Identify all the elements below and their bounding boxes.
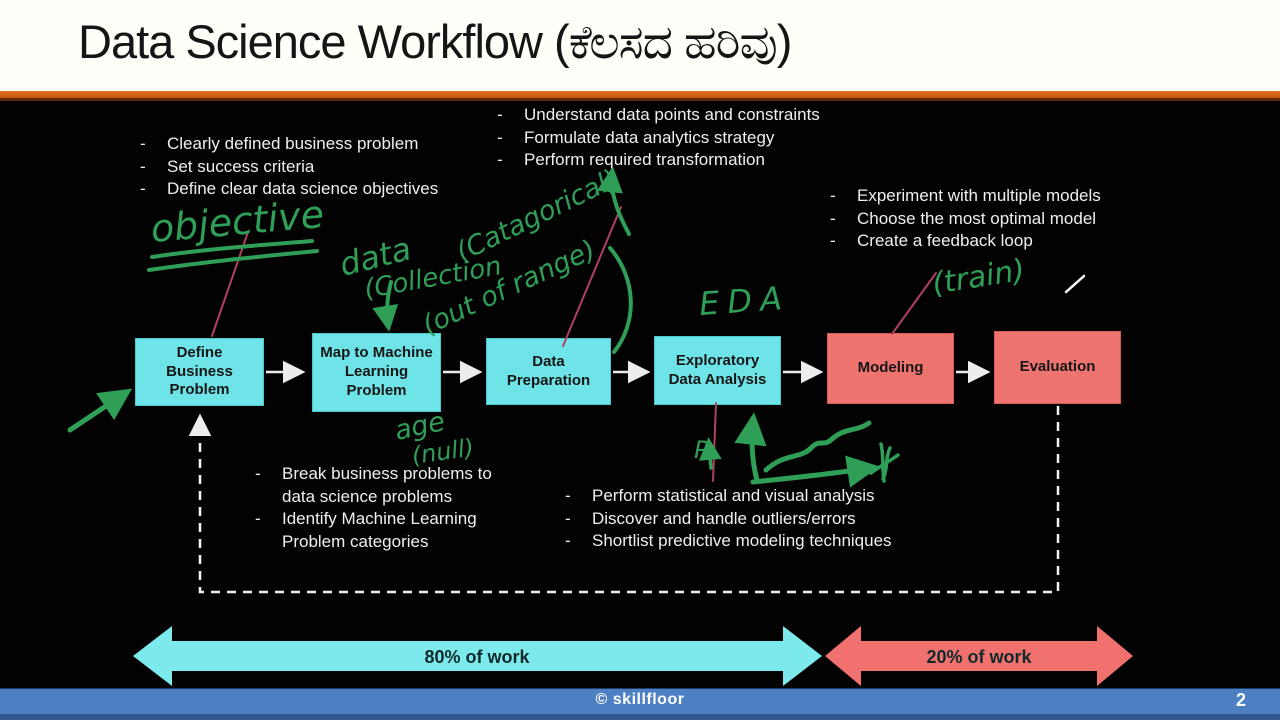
footer-brand: © skillfloor xyxy=(595,691,685,708)
list-item: - Perform required transformation xyxy=(497,149,862,172)
list-item: - Create a feedback loop xyxy=(830,230,1150,253)
bullet-text: Choose the most optimal model xyxy=(857,208,1097,228)
bullet-text: Clearly defined business problem xyxy=(167,134,419,153)
handwriting-collection: (Collection xyxy=(362,251,504,305)
list-item: - Shortlist predictive modeling technique… xyxy=(565,530,925,553)
pen-line-eda-to-sketch xyxy=(712,402,717,482)
bullet-text: Create a feedback loop xyxy=(857,231,1033,250)
bullet-dash: - xyxy=(830,231,836,250)
ink-sketch-x-axis xyxy=(750,455,880,488)
handwriting-data: data xyxy=(336,229,415,283)
list-item: - Perform statistical and visual analysis xyxy=(565,485,925,508)
ink-arrow-to-transformation-note xyxy=(597,166,631,236)
bullet-dash: - xyxy=(565,508,571,528)
bullet-dash: - xyxy=(255,464,261,483)
list-item: - Choose the most optimal model xyxy=(830,208,1150,231)
handwriting-objective: objective xyxy=(149,192,326,251)
bullet-text: Perform required transformation xyxy=(524,150,765,169)
bullet-dash: - xyxy=(565,486,571,505)
pen-cursor-mark xyxy=(1064,274,1086,294)
ink-underline-objective-1 xyxy=(150,239,314,259)
effort-arrow-minor: 20% of work xyxy=(825,626,1133,686)
slide-title: Data Science Workflow (ಕೆಲಸದ ಹರಿವು) xyxy=(78,15,792,68)
bullet-text: Break business problems to data science … xyxy=(282,464,492,506)
notes-modeling: - Experiment with multiple models - Choose… xyxy=(830,185,1150,253)
bullet-text: Understand data points and constraints xyxy=(524,105,820,124)
ink-big-paren xyxy=(608,246,633,354)
effort-arrow-major-label: 80% of work xyxy=(424,647,530,667)
ink-sketch-y-axis xyxy=(734,412,767,483)
flow-box-define-business-problem: Define Business Problem xyxy=(135,338,264,406)
bullet-dash: - xyxy=(565,531,571,550)
green-ink xyxy=(67,166,900,488)
pen-line-modeling-to-train xyxy=(891,272,937,335)
bullet-dash: - xyxy=(140,179,146,198)
effort-arrow-minor-label: 20% of work xyxy=(926,647,1032,667)
flow-box-modeling: Modeling xyxy=(827,333,954,404)
bullet-dash: - xyxy=(830,208,836,228)
bullet-dash: - xyxy=(497,150,503,169)
bullet-text: Identify Machine Learning Problem catego… xyxy=(282,509,477,551)
list-item: - Define clear data science objectives xyxy=(140,178,470,201)
bullet-dash: - xyxy=(497,127,503,147)
list-item: - Set success criteria xyxy=(140,156,470,179)
page-number: 2 xyxy=(1235,690,1246,710)
ink-arrow-to-define-business xyxy=(67,388,133,433)
list-item: - Discover and handle outliers/errors xyxy=(565,508,925,531)
bullet-dash: - xyxy=(830,186,836,205)
handwriting-eda: EDA xyxy=(698,279,791,323)
bullet-text: Formulate data analytics strategy xyxy=(524,127,775,147)
handwriting-out-of-range: (out of range) xyxy=(418,234,601,341)
bullet-dash: - xyxy=(140,134,146,153)
ink-sketch-trend-line xyxy=(763,420,872,473)
pen-line-objective-to-box xyxy=(211,231,249,337)
notes-define-business: - Clearly defined business problem - Set s… xyxy=(140,133,470,201)
bullet-dash: - xyxy=(255,509,261,528)
list-item: - Experiment with multiple models xyxy=(830,185,1150,208)
ink-arrow-to-map-box xyxy=(372,280,399,332)
ink-sketch-scribble xyxy=(869,442,900,483)
bullet-text: Set success criteria xyxy=(167,156,315,176)
slide-stage: - Clearly defined business problem - Set s… xyxy=(0,100,1280,688)
pen-line-notes-to-data-preparation xyxy=(562,206,622,347)
ink-underline-objective-2 xyxy=(147,249,319,272)
bullet-text: Define clear data science objectives xyxy=(167,179,439,198)
footer-strip xyxy=(0,714,1280,720)
list-item: - Break business problems to data science… xyxy=(255,463,493,508)
accent-divider xyxy=(0,91,1280,101)
bullet-text: Shortlist predictive modeling techniques xyxy=(592,531,892,550)
bullet-text: Discover and handle outliers/errors xyxy=(592,508,856,528)
list-item: - Identify Machine Learning Problem categ… xyxy=(255,508,493,553)
bullet-dash: - xyxy=(497,105,503,124)
list-item: - Formulate data analytics strategy xyxy=(497,127,862,150)
slide-header: Data Science Workflow (ಕೆಲಸದ ಹರಿವು) xyxy=(0,0,1280,91)
list-item: - Clearly defined business problem xyxy=(140,133,470,156)
bullet-text: Perform statistical and visual analysis xyxy=(592,486,875,505)
bullet-text: Experiment with multiple models xyxy=(857,186,1101,205)
flow-box-map-to-ml-problem: Map to Machine Learning Problem xyxy=(312,333,441,412)
flow-box-data-preparation: Data Preparation xyxy=(486,338,611,405)
handwriting-train: (train) xyxy=(930,253,1028,302)
notes-map-to-ml: - Break business problems to data science… xyxy=(255,463,493,553)
effort-arrow-minor-shape xyxy=(825,626,1133,686)
notes-data-preparation: -Understand data points and constraints … xyxy=(497,104,862,172)
effort-arrow-major: 80% of work xyxy=(133,626,822,686)
notes-eda: - Perform statistical and visual analysis… xyxy=(565,485,925,553)
effort-arrow-major-shape xyxy=(133,626,822,686)
list-item: - Understand data points and constraints xyxy=(497,104,862,127)
footer-bar: © skillfloor 2 xyxy=(0,688,1280,714)
flow-box-exploratory-data-analysis: Exploratory Data Analysis xyxy=(654,336,781,405)
handwriting-age: age xyxy=(392,406,448,447)
bullet-dash: - xyxy=(140,156,146,176)
ink-sketch-p-arrow xyxy=(698,437,722,470)
flow-box-evaluation: Evaluation xyxy=(994,331,1121,404)
handwriting-p-axis-label: P xyxy=(694,436,709,464)
handwriting-categorical: (Catagorical) xyxy=(451,164,622,268)
